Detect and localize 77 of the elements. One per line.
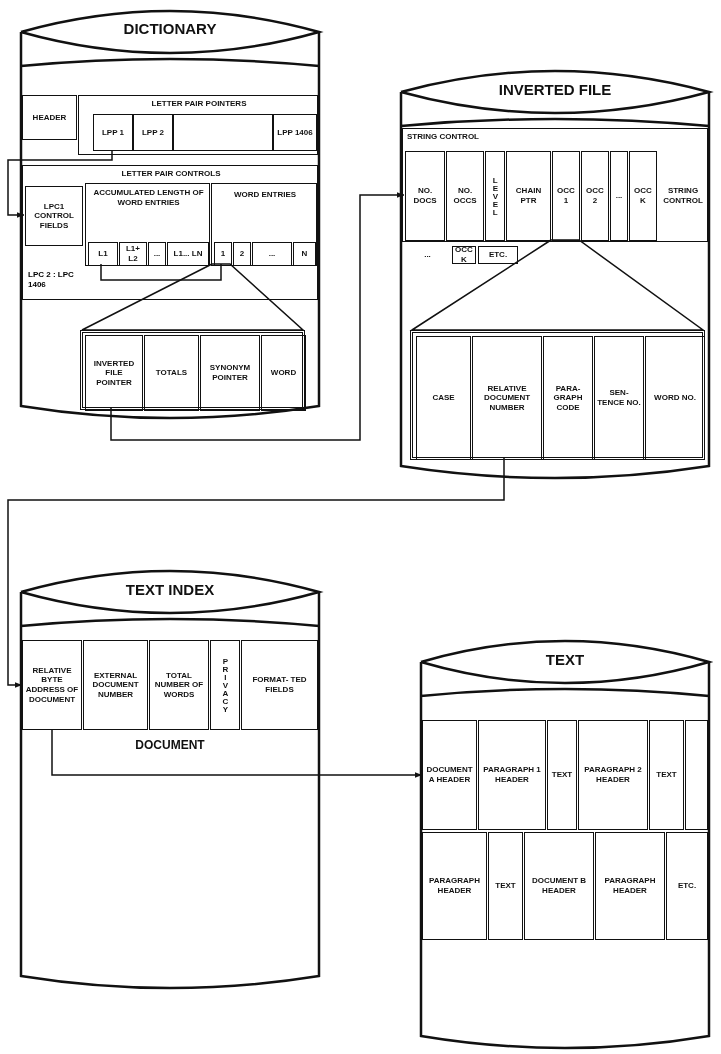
- record-label: LPC 2 : LPC 1406: [28, 270, 75, 291]
- bracket-line: [100, 263, 222, 281]
- record-field: RELATIVE BYTE ADDRESS OF DOCUMENT: [22, 640, 82, 730]
- empty-field: [173, 114, 273, 151]
- record-field: ETC.: [666, 832, 708, 940]
- cylinder-title: DICTIONARY: [122, 20, 218, 38]
- expansion-lines: [81, 263, 305, 331]
- cylinder-title: INVERTED FILE: [497, 81, 613, 99]
- record-field: TEXT: [547, 720, 577, 830]
- record-field: ETC.: [478, 246, 518, 264]
- record-field: LPP 1: [93, 114, 133, 151]
- record-field: OCC 2: [581, 151, 609, 241]
- cylinder-title: TEXT: [544, 651, 586, 669]
- record-field: L1+ L2: [119, 242, 147, 266]
- band-title: ACCUMULATED LENGTH OF WORD ENTRIES: [92, 188, 205, 208]
- empty-field: [685, 720, 708, 830]
- record-band: [402, 128, 708, 242]
- connector-arrow: [51, 729, 423, 778]
- record-field: PARAGRAPH HEADER: [422, 832, 487, 940]
- record-field: TOTAL NUMBER OF WORDS: [149, 640, 209, 730]
- record-field: SEN- TENCE NO.: [594, 336, 644, 460]
- record-field: LEVEL: [485, 151, 505, 241]
- record-field: FORMAT- TED FIELDS: [241, 640, 318, 730]
- record-field: NO. DOCS: [405, 151, 445, 241]
- record-field: 2: [233, 242, 251, 266]
- record-field: WORD: [261, 335, 306, 411]
- record-field: TEXT: [649, 720, 684, 830]
- record-field: DOCUMENT A HEADER: [422, 720, 477, 830]
- record-field: ...: [148, 242, 166, 266]
- record-band: [22, 165, 318, 300]
- expanded-record: [410, 330, 705, 460]
- record-field: SYNONYM POINTER: [200, 335, 260, 411]
- record-field: N: [293, 242, 316, 266]
- record-field: RELATIVE DOCUMENT NUMBER: [472, 336, 542, 460]
- record-field: LPC1 CONTROL FIELDS: [25, 186, 83, 246]
- record-field: ...: [610, 151, 628, 241]
- record-field: PARAGRAPH 2 HEADER: [578, 720, 648, 830]
- band-title: LETTER PAIR CONTROLS: [120, 169, 222, 179]
- cylinder-title: TEXT INDEX: [124, 581, 216, 599]
- connector-arrow: [7, 456, 505, 688]
- record-field: [85, 183, 210, 266]
- field-label: STRING CONTROL: [658, 151, 708, 241]
- connector-arrow: [110, 192, 405, 441]
- band-title: STRING CONTROL: [407, 132, 480, 142]
- record-field: OCC K: [629, 151, 657, 241]
- record-field: TEXT: [488, 832, 523, 940]
- record-field: OCC 1: [552, 151, 580, 241]
- database-cylinder: [420, 640, 710, 1050]
- record-field: PRIVACY: [210, 640, 240, 730]
- connector-arrow: [7, 149, 113, 218]
- record-field: [211, 183, 317, 266]
- record-field: HEADER: [22, 95, 77, 140]
- band-title: LETTER PAIR POINTERS: [150, 99, 248, 109]
- record-field: PARA- GRAPH CODE: [543, 336, 593, 460]
- record-field: WORD NO.: [645, 336, 705, 460]
- field-label: ...: [405, 246, 450, 264]
- section-label: DOCUMENT: [134, 738, 206, 753]
- record-field: CASE: [416, 336, 471, 460]
- record-field: LPP 2: [133, 114, 173, 151]
- record-field: PARAGRAPH HEADER: [595, 832, 665, 940]
- record-field: OCC K: [452, 246, 476, 264]
- record-field: INVERTED FILE POINTER: [85, 335, 143, 411]
- record-field: LPP 1406: [273, 114, 317, 151]
- expansion-lines: [409, 239, 706, 331]
- band-title: WORD ENTRIES: [232, 190, 298, 200]
- record-field: EXTERNAL DOCUMENT NUMBER: [83, 640, 148, 730]
- record-field: ...: [252, 242, 292, 266]
- record-field: DOCUMENT B HEADER: [524, 832, 594, 940]
- record-field: 1: [214, 242, 232, 266]
- record-band: [78, 95, 318, 155]
- expanded-record: [80, 330, 305, 410]
- record-field: TOTALS: [144, 335, 199, 411]
- record-field: L1: [88, 242, 118, 266]
- record-field: L1... LN: [167, 242, 209, 266]
- record-field: PARAGRAPH 1 HEADER: [478, 720, 546, 830]
- record-field: NO. OCCS: [446, 151, 484, 241]
- record-field: CHAIN PTR: [506, 151, 551, 241]
